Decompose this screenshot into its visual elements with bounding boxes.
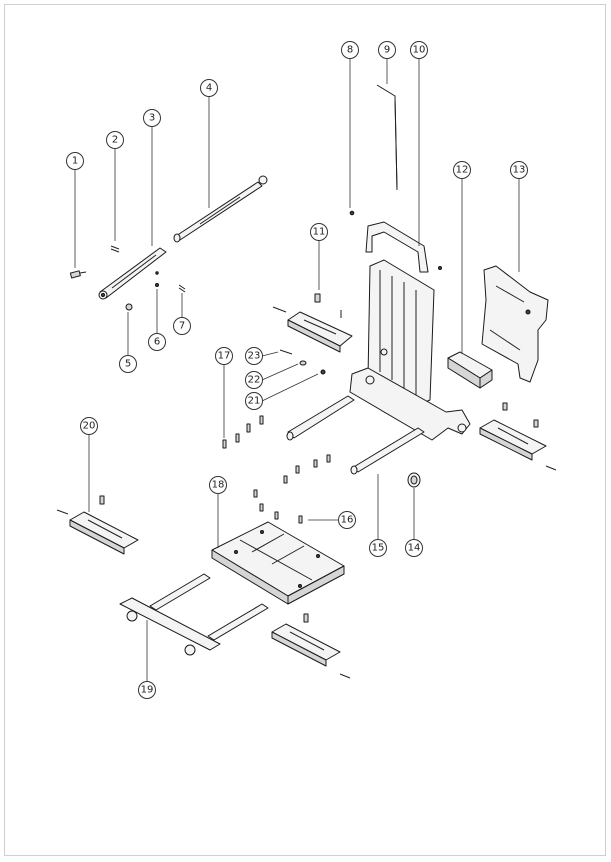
- part-bolt-1: [69, 270, 87, 279]
- part-side-cover-13: [481, 265, 549, 383]
- svg-text:23: 23: [248, 351, 261, 362]
- part-bolts-17: [222, 415, 264, 449]
- part-plate-right: [479, 402, 557, 471]
- svg-text:21: 21: [248, 396, 261, 407]
- part-nut-6: [155, 271, 159, 287]
- svg-text:19: 19: [141, 685, 154, 696]
- part-forks-15: [286, 395, 425, 475]
- callout-2: 2: [106, 131, 124, 149]
- svg-text:8: 8: [347, 45, 353, 56]
- part-bent-rod-9: [376, 84, 398, 191]
- callout-17: 17: [215, 347, 233, 365]
- callout-14: 14: [405, 539, 423, 557]
- part-pin-7: [178, 284, 186, 293]
- svg-text:12: 12: [456, 165, 469, 176]
- svg-text:3: 3: [149, 113, 155, 124]
- part-fork-frame-19: [119, 573, 269, 656]
- svg-text:18: 18: [212, 480, 225, 491]
- callout-19: 19: [138, 681, 156, 699]
- callout-1: 1: [66, 152, 84, 170]
- svg-text:10: 10: [413, 45, 426, 56]
- svg-text:2: 2: [112, 135, 118, 146]
- svg-text:11: 11: [313, 227, 326, 238]
- svg-text:20: 20: [83, 421, 96, 432]
- callout-9: 9: [378, 41, 396, 59]
- svg-text:7: 7: [179, 321, 185, 332]
- svg-text:14: 14: [408, 543, 421, 554]
- callout-6: 6: [148, 333, 166, 351]
- callout-10: 10: [410, 41, 428, 59]
- callout-23: 23: [245, 347, 263, 365]
- svg-text:17: 17: [218, 351, 231, 362]
- callout-22: 22: [245, 371, 263, 389]
- part-ring-14: [407, 472, 421, 488]
- svg-text:15: 15: [372, 543, 385, 554]
- svg-text:13: 13: [513, 165, 526, 176]
- part-plate-lower: [271, 613, 351, 679]
- callout-11: 11: [310, 223, 328, 241]
- svg-text:9: 9: [384, 45, 390, 56]
- svg-text:5: 5: [125, 359, 131, 370]
- part-hardware-21-23: [279, 349, 326, 375]
- svg-text:16: 16: [341, 515, 354, 526]
- callout-bubbles: 1 2 3 4 5 6 7 8 9 10 11 12 13 14 15 16 1…: [66, 41, 528, 699]
- part-bolts-16: [253, 454, 331, 524]
- callout-16: 16: [338, 511, 356, 529]
- svg-text:4: 4: [206, 83, 212, 94]
- svg-text:1: 1: [72, 156, 78, 167]
- part-u-bracket-10: [365, 221, 442, 273]
- callout-18: 18: [209, 476, 227, 494]
- callout-20: 20: [80, 417, 98, 435]
- part-pin-2: [110, 245, 120, 253]
- callout-4: 4: [200, 79, 218, 97]
- callout-7: 7: [173, 317, 191, 335]
- callout-5: 5: [119, 355, 137, 373]
- svg-text:6: 6: [154, 337, 160, 348]
- part-nut-5: [125, 303, 133, 311]
- part-block-12: [447, 351, 493, 389]
- part-slotted-rod-3: [98, 247, 167, 300]
- part-plate-11: [272, 293, 353, 353]
- part-nut-8: [349, 210, 355, 216]
- callout-8: 8: [341, 41, 359, 59]
- callout-21: 21: [245, 392, 263, 410]
- leader-lines: [74, 58, 520, 682]
- part-base-plate-18: [211, 521, 345, 605]
- callout-15: 15: [369, 539, 387, 557]
- part-backrest-frame: [349, 259, 471, 441]
- svg-text:22: 22: [248, 375, 261, 386]
- part-long-rod-4: [173, 175, 268, 243]
- callout-12: 12: [453, 161, 471, 179]
- part-plate-20: [56, 495, 139, 555]
- sheet-border: [4, 4, 606, 856]
- callout-3: 3: [143, 109, 161, 127]
- callout-13: 13: [510, 161, 528, 179]
